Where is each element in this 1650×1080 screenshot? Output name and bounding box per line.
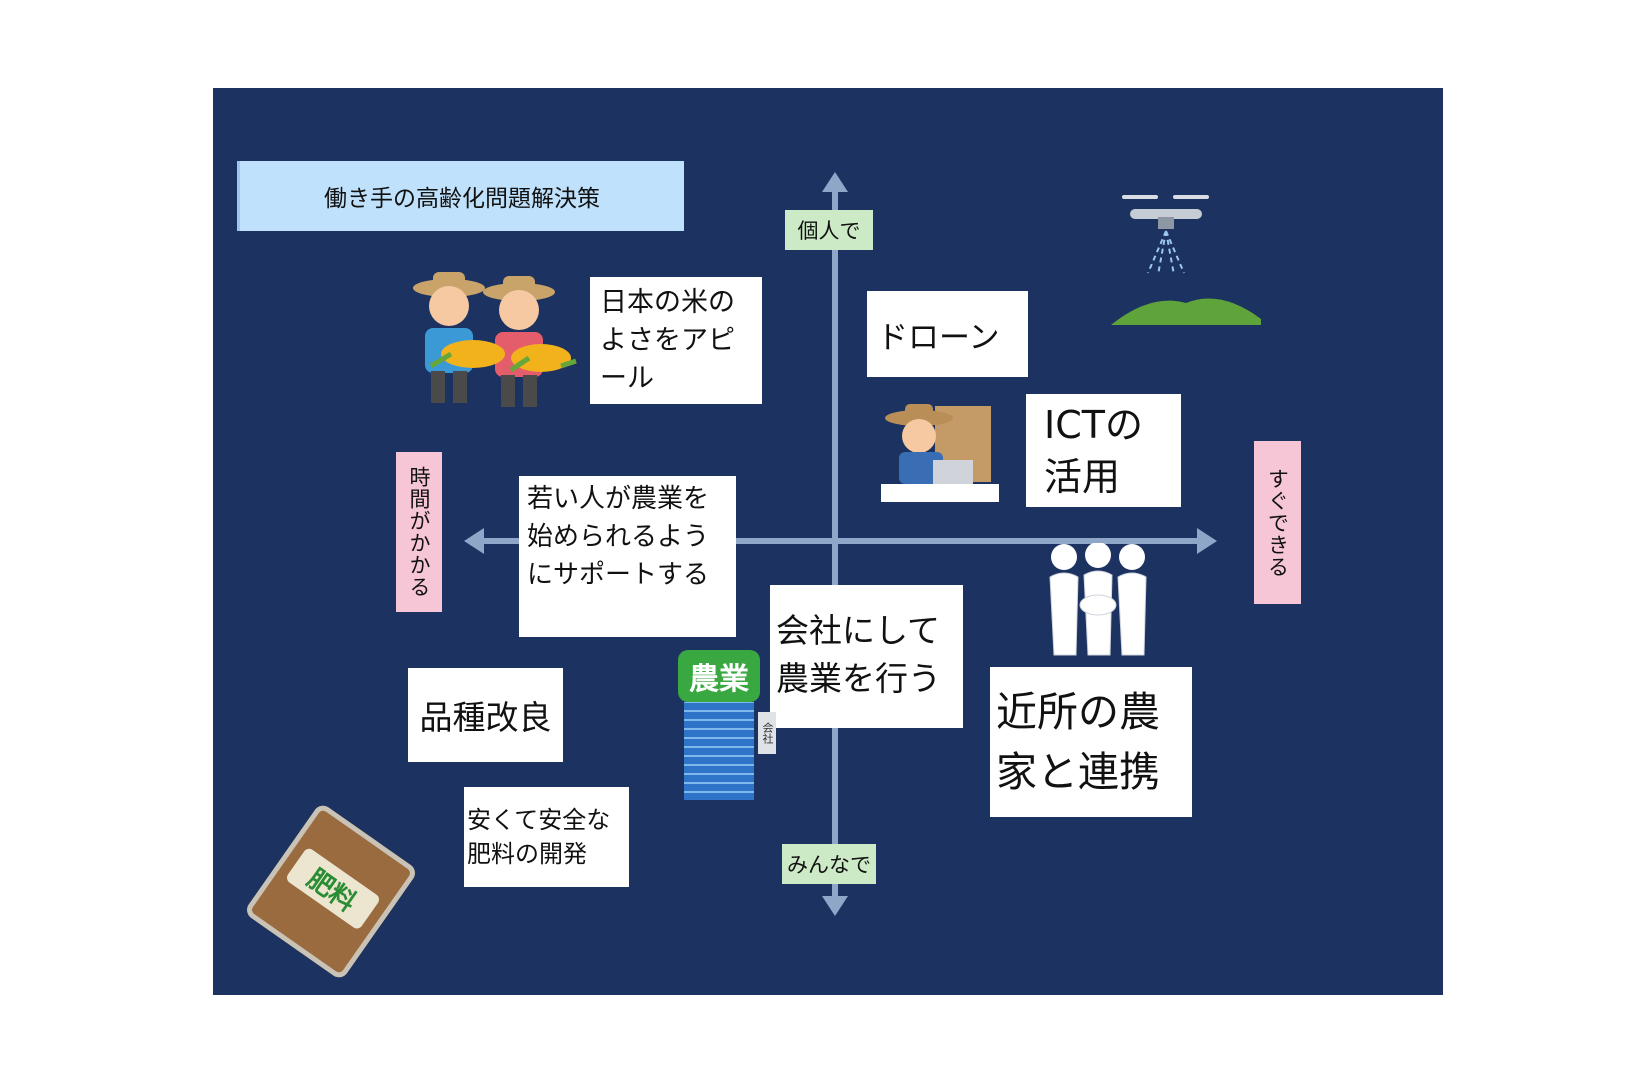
fertilizer-label: 肥料 <box>284 846 382 931</box>
axis-label-bottom: みんなで <box>782 844 876 884</box>
idea-variety-improvement: 品種改良 <box>408 668 563 762</box>
axis-label-right: すぐできる <box>1254 441 1301 604</box>
idea-rice-appeal: 日本の米のよさをアピール <box>590 277 762 404</box>
building-body <box>684 702 754 800</box>
field-icon <box>1111 298 1261 325</box>
farmer-laptop-icon <box>881 404 999 502</box>
page-title: 働き手の高齢化問題解決策 <box>237 161 684 231</box>
axis-label-top: 個人で <box>785 210 873 250</box>
idea-drone: ドローン <box>867 291 1028 377</box>
idea-young-support: 若い人が農業を始められるようにサポートする <box>519 476 736 637</box>
idea-ict: ICTの活用 <box>1026 394 1181 507</box>
idea-neighbor-farmers: 近所の農家と連携 <box>990 667 1192 817</box>
idea-fertilizer: 安くて安全な肥料の開発 <box>464 787 629 887</box>
idea-company-farming: 会社にして農業を行う <box>770 585 963 728</box>
axis-label-left: 時間がかかる <box>396 452 442 612</box>
slide-canvas: 働き手の高齢化問題解決策 個人で みんなで 時間がかかる すぐできる 日本の米の… <box>213 88 1443 995</box>
agri-company-building-icon: 農業 会社 <box>678 650 776 800</box>
drone-icon <box>1122 195 1209 276</box>
building-side-sign: 会社 <box>758 712 776 754</box>
farmers-with-rice-icon <box>413 272 577 407</box>
people-hands-icon <box>1049 543 1147 656</box>
building-sign: 農業 <box>678 650 760 702</box>
